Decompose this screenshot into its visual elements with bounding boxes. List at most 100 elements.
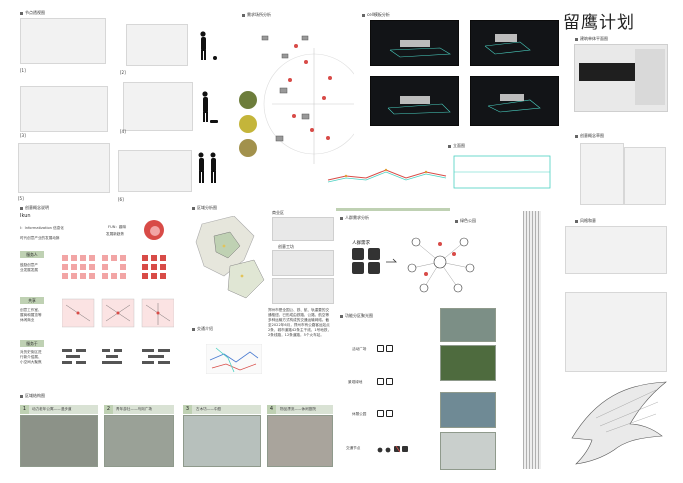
people-network bbox=[407, 237, 475, 293]
function-label-3: 休憩公园 bbox=[352, 412, 367, 416]
site-block-1 bbox=[272, 217, 334, 241]
node-label-1: [1] bbox=[20, 68, 26, 73]
node-sketch-3 bbox=[20, 86, 108, 132]
rest-icon bbox=[377, 410, 384, 417]
section-bullet bbox=[20, 206, 23, 210]
elevation-diagram bbox=[327, 155, 551, 189]
node-sketch-4 bbox=[123, 82, 193, 131]
people-icons bbox=[352, 248, 380, 274]
plan-render bbox=[574, 44, 668, 112]
concept-fun-2: 发展新趋势 bbox=[106, 232, 124, 236]
site-map bbox=[195, 216, 265, 299]
section-header-keyline: 区域结构图 bbox=[20, 393, 45, 399]
section-header-text: 功能分区聚光图 bbox=[345, 313, 373, 318]
function-label-4: 交通节点 bbox=[346, 446, 361, 450]
site-label-commercial: 商业区 bbox=[272, 210, 284, 215]
section-bullet bbox=[340, 216, 343, 220]
site-label-workshop-hdr: 创意工坊 bbox=[278, 244, 294, 250]
people-arrow bbox=[386, 258, 397, 263]
section-header-traffic: 交通介绍 bbox=[192, 326, 213, 332]
plan-dark-strip bbox=[579, 63, 649, 81]
section-header-text: 节点透视图 bbox=[25, 10, 45, 15]
concept-side-text-3: 对历史街区进 行新介绍展、 小空间大聚焦 bbox=[20, 350, 42, 364]
section-header-creative-sketch: 创意概念草图 bbox=[575, 133, 604, 139]
section-header-text: 需求场所分析 bbox=[247, 12, 271, 17]
style-sketch-stadium bbox=[565, 226, 667, 274]
site-label-workshop: 创意工坊 bbox=[278, 244, 294, 249]
step-number-3: 3 bbox=[183, 405, 192, 414]
node-label-5: [5] bbox=[18, 196, 24, 201]
section-header-text: 区域分析图 bbox=[197, 205, 217, 210]
section-header-text: 立面图 bbox=[453, 143, 465, 148]
people-center-label: 人群需求 bbox=[352, 241, 370, 246]
step-label-1: 动力老年公寓——漫步道 bbox=[32, 407, 72, 411]
silhouette-figures bbox=[198, 31, 218, 183]
node-label-3: [3] bbox=[20, 133, 26, 138]
section-header-text: 人群需求分析 bbox=[345, 215, 369, 220]
street-section-strip bbox=[523, 211, 541, 469]
step-photo-1 bbox=[20, 415, 98, 467]
section-header-people: 人群需求分析 bbox=[340, 215, 369, 221]
section-bullet bbox=[340, 314, 343, 318]
section-header-plan: 建筑单体平面图 bbox=[575, 36, 608, 42]
section-header-green: 绿色公园 bbox=[455, 218, 476, 224]
step-number-2: 2 bbox=[104, 405, 113, 414]
section-header-text: 创意概念草图 bbox=[580, 133, 604, 138]
step-photo-2 bbox=[104, 415, 174, 467]
creative-sketch-2 bbox=[624, 147, 666, 205]
node-label-6: [6] bbox=[118, 197, 124, 202]
step-number-4: 4 bbox=[267, 405, 276, 414]
traffic-text: 郑州市是全国公、铁、航、轨重要的交通枢纽，已形成由铁路、公路、航空等多种运输方式… bbox=[268, 308, 332, 337]
function-photo-4 bbox=[440, 432, 496, 470]
section-header-concept: 创意概念说明 bbox=[20, 205, 49, 211]
section-bullet bbox=[455, 219, 458, 223]
style-sketch-tower bbox=[565, 292, 667, 372]
section-bullet bbox=[20, 11, 23, 15]
section-header-cell: cell模板分析 bbox=[362, 12, 390, 18]
concept-line-2: 时代创意产业的发展动脉 bbox=[20, 236, 60, 240]
section-bullet bbox=[192, 206, 195, 210]
tree-icon bbox=[377, 378, 384, 385]
step-label-4: 物品漂流——休闲庭院 bbox=[280, 407, 316, 411]
page-title: 留鹰计划 bbox=[563, 13, 635, 33]
section-header-elevation: 立面图 bbox=[448, 143, 465, 149]
site-block-3 bbox=[272, 278, 334, 304]
cell-model-lines bbox=[387, 34, 541, 115]
site-block-2 bbox=[272, 250, 334, 276]
needs-diagram bbox=[239, 35, 354, 164]
section-header-text: 建筑单体平面图 bbox=[580, 36, 608, 41]
concept-fun: FUN：趣味 bbox=[108, 225, 127, 229]
section-bullet bbox=[575, 37, 578, 41]
section-header-functions: 功能分区聚光图 bbox=[340, 313, 373, 319]
step-photo-4 bbox=[267, 415, 333, 467]
step-bar-2 bbox=[104, 405, 174, 414]
section-bullet bbox=[362, 13, 365, 17]
creative-sketch-1 bbox=[580, 143, 624, 205]
node-label-2: [2] bbox=[120, 70, 126, 75]
eagle-sketch bbox=[571, 381, 667, 465]
park-icon bbox=[386, 378, 393, 385]
people-top-bar bbox=[336, 208, 450, 211]
section-header-style: 风格和意 bbox=[575, 218, 596, 224]
section-bullet bbox=[20, 394, 23, 398]
node-label-4: [4] bbox=[120, 129, 126, 134]
site-label-commercial-hdr: 商业区 bbox=[272, 210, 284, 216]
concept-tag-2: 共享 bbox=[20, 297, 44, 304]
concept-tag-1: 服务人 bbox=[20, 251, 44, 258]
function-label-1: 活动广场 bbox=[352, 347, 367, 351]
step-bar-4 bbox=[267, 405, 333, 414]
function-photo-3 bbox=[440, 392, 496, 428]
section-header-text: cell模板分析 bbox=[367, 12, 390, 17]
section-bullet bbox=[575, 134, 578, 138]
concept-grid-diagrams bbox=[62, 255, 174, 364]
step-photo-3 bbox=[183, 415, 261, 467]
step-number-1: 1 bbox=[20, 405, 29, 414]
section-bullet bbox=[575, 219, 578, 223]
node-sketch-5 bbox=[18, 143, 110, 193]
activity-icon bbox=[377, 345, 384, 352]
node-sketch-6 bbox=[118, 150, 192, 192]
node-sketch-1 bbox=[20, 18, 106, 64]
concept-line-1: I：Informatization 信息化 bbox=[20, 226, 64, 230]
concept-circle-pink bbox=[150, 226, 160, 236]
concept-side-text-1: 鼓励创意产 业发展发展 bbox=[20, 263, 38, 272]
